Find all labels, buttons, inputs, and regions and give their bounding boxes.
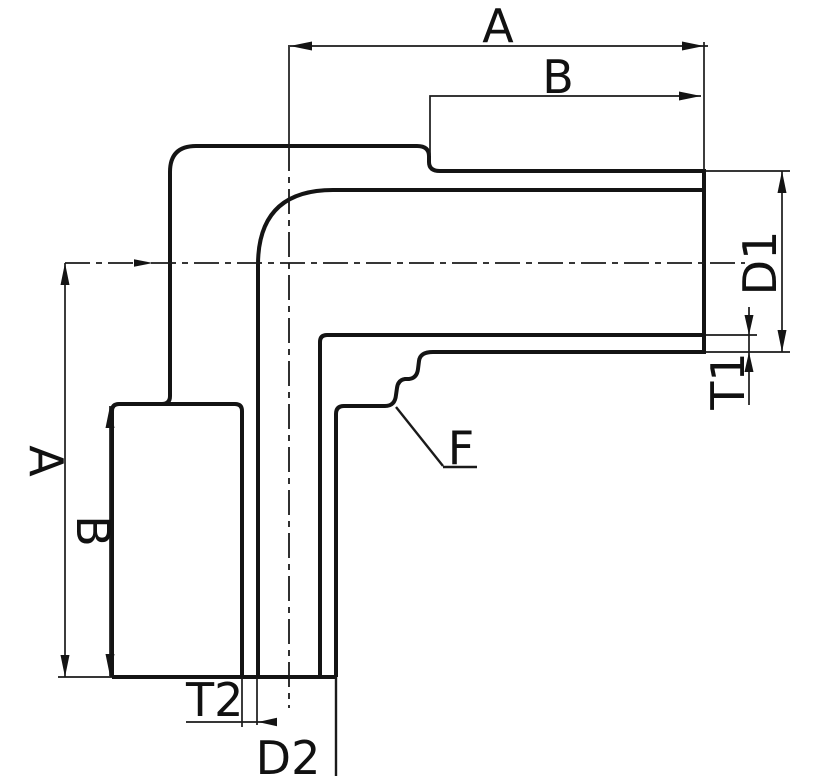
dim-label-a-top: A xyxy=(482,0,514,53)
outline-socket-bottom-ogee-spigot xyxy=(334,350,704,677)
dim-label-d2: D2 xyxy=(256,731,321,776)
dim-label-b-left: B xyxy=(66,515,120,547)
dim-label-f: F xyxy=(448,421,474,475)
outline-outer-corner-left-wall xyxy=(161,144,197,406)
outline-bore-top-inner-curve xyxy=(256,188,704,677)
dim-a-top-arrow-right xyxy=(682,41,704,51)
dim-t1-arrow-down xyxy=(744,315,754,335)
callout-f-leader xyxy=(395,406,444,467)
dim-d1-arrow-top xyxy=(777,171,787,193)
dim-label-t2: T2 xyxy=(185,673,243,727)
dim-t1-arrow-up xyxy=(744,352,754,372)
dim-t2-arrow xyxy=(258,717,277,727)
centerline-arrowhead xyxy=(134,259,153,267)
dim-label-t1: T1 xyxy=(701,352,755,410)
dim-label-d1: D1 xyxy=(733,231,787,296)
dim-b-left-arrow-top xyxy=(105,406,115,428)
dim-b-top-line-ext xyxy=(429,95,701,155)
dim-a-left-arrow-top xyxy=(60,263,70,285)
outline-bore-bottom-inner-corner xyxy=(318,333,704,677)
outline-flange-block xyxy=(110,402,244,677)
dim-d1-arrow-bottom xyxy=(777,330,787,352)
dim-a-left-arrow-bottom xyxy=(60,655,70,677)
dim-label-b-top: B xyxy=(542,50,574,104)
dim-label-a-left: A xyxy=(19,445,73,477)
dim-b-left-arrow-bottom xyxy=(105,654,115,676)
dim-b-top-arrow-right xyxy=(679,91,701,101)
dim-a-top-arrow-left xyxy=(290,41,312,51)
outline-body-top-step xyxy=(196,144,704,173)
